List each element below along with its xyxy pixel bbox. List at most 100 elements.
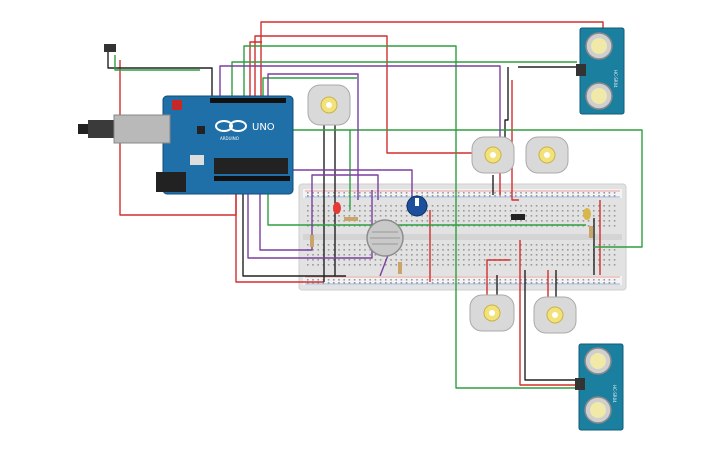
breadboard-hole [452, 225, 455, 227]
breadboard-hole [473, 192, 475, 194]
breadboard-hole [348, 225, 351, 227]
breadboard-hole [556, 195, 559, 197]
breadboard-hole [582, 195, 585, 197]
breadboard-hole [327, 205, 330, 207]
breadboard-hole [442, 282, 444, 284]
breadboard-hole [411, 279, 413, 281]
breadboard-hole [405, 210, 408, 212]
breadboard-hole [494, 210, 496, 212]
breadboard-hole [327, 192, 330, 194]
breadboard-hole [541, 192, 543, 194]
breadboard-hole [468, 249, 470, 251]
breadboard-hole [374, 264, 377, 266]
breadboard-hole [520, 244, 522, 246]
breadboard-hole [603, 195, 605, 197]
breadboard-hole [307, 192, 309, 194]
breadboard-hole [608, 205, 611, 207]
breadboard-hole [348, 249, 351, 251]
breadboard-hole [317, 254, 319, 256]
breadboard-hole [400, 220, 403, 222]
breadboard-hole [489, 254, 491, 256]
usb-chip [197, 126, 205, 134]
led-red[interactable] [333, 202, 341, 214]
breadboard-hole [520, 205, 522, 207]
breadboard-hole [338, 249, 340, 251]
breadboard-hole [405, 244, 408, 246]
wire-red [511, 80, 519, 201]
breadboard-hole [317, 220, 319, 222]
breadboard-hole [551, 279, 553, 281]
breadboard-hole [421, 225, 423, 227]
breadboard-hole [494, 244, 496, 246]
breadboard-hole [364, 249, 366, 251]
motor-bottom-right[interactable] [533, 296, 577, 334]
breadboard-hole [353, 254, 356, 256]
breadboard-hole [442, 254, 444, 256]
breadboard-hole [494, 279, 496, 281]
breadboard-hole [452, 249, 455, 251]
breadboard-hole [483, 195, 486, 197]
potentiometer[interactable] [406, 195, 428, 217]
breadboard-hole [307, 282, 309, 284]
motor-mid-left[interactable] [471, 136, 515, 174]
breadboard-hole [546, 210, 548, 212]
resistor[interactable] [398, 262, 402, 274]
led-yellow[interactable] [583, 208, 591, 220]
motor-bottom-left[interactable] [469, 294, 515, 332]
breadboard-hole [333, 264, 335, 266]
motor-mid-right[interactable] [525, 136, 569, 174]
breadboard-hole [359, 259, 361, 261]
gas-sensor[interactable] [366, 219, 404, 257]
breadboard-hole [447, 249, 449, 251]
power-analog-header[interactable] [214, 176, 290, 181]
breadboard-hole [379, 264, 382, 266]
breadboard-hole [530, 249, 533, 251]
breadboard-hole [369, 210, 371, 212]
breadboard-hole [509, 210, 512, 212]
ir-receiver[interactable] [104, 44, 116, 52]
breadboard-hole [483, 205, 486, 207]
breadboard-hole [442, 279, 444, 281]
breadboard-hole [483, 225, 486, 227]
breadboard-hole [359, 225, 361, 227]
breadboard-hole [390, 210, 392, 212]
breadboard-hole [598, 220, 600, 222]
breadboard-hole [525, 220, 527, 222]
breadboard-hole [504, 215, 507, 217]
breadboard-hole [546, 225, 548, 227]
arduino-uno[interactable]: UNO ARDUINO [78, 95, 294, 195]
breadboard-hole [364, 254, 366, 256]
breadboard-hole [411, 282, 413, 284]
breadboard-hole [582, 192, 585, 194]
ultrasonic-sensor-top[interactable]: HC-SR04 [576, 27, 625, 115]
breadboard-hole [307, 279, 309, 281]
breadboard-hole [390, 282, 392, 284]
ultrasonic-sensor-bottom[interactable]: HC-SR04 [575, 343, 624, 431]
transistor[interactable] [511, 214, 525, 220]
breadboard-hole [426, 279, 429, 281]
breadboard-hole [442, 220, 444, 222]
breadboard-hole [405, 195, 408, 197]
resistor[interactable] [589, 226, 593, 238]
digital-header[interactable] [210, 98, 286, 103]
dc-jack-icon[interactable] [156, 172, 186, 192]
motor-top[interactable] [307, 84, 351, 126]
breadboard-hole [379, 279, 382, 281]
breadboard-hole [473, 210, 475, 212]
breadboard-hole [582, 279, 585, 281]
usb-connector-icon[interactable] [78, 114, 171, 144]
breadboard-hole [577, 195, 579, 197]
breadboard-hole [369, 220, 371, 222]
breadboard-hole [483, 279, 486, 281]
reset-button[interactable] [172, 100, 182, 110]
breadboard-hole [312, 215, 314, 217]
breadboard-hole [582, 259, 585, 261]
breadboard[interactable] [298, 183, 627, 291]
breadboard-hole [463, 279, 465, 281]
breadboard-hole [405, 282, 408, 284]
resistor[interactable] [310, 235, 314, 247]
breadboard-hole [541, 282, 543, 284]
resistor[interactable] [344, 217, 358, 221]
breadboard-hole [374, 205, 377, 207]
breadboard-hole [395, 205, 397, 207]
